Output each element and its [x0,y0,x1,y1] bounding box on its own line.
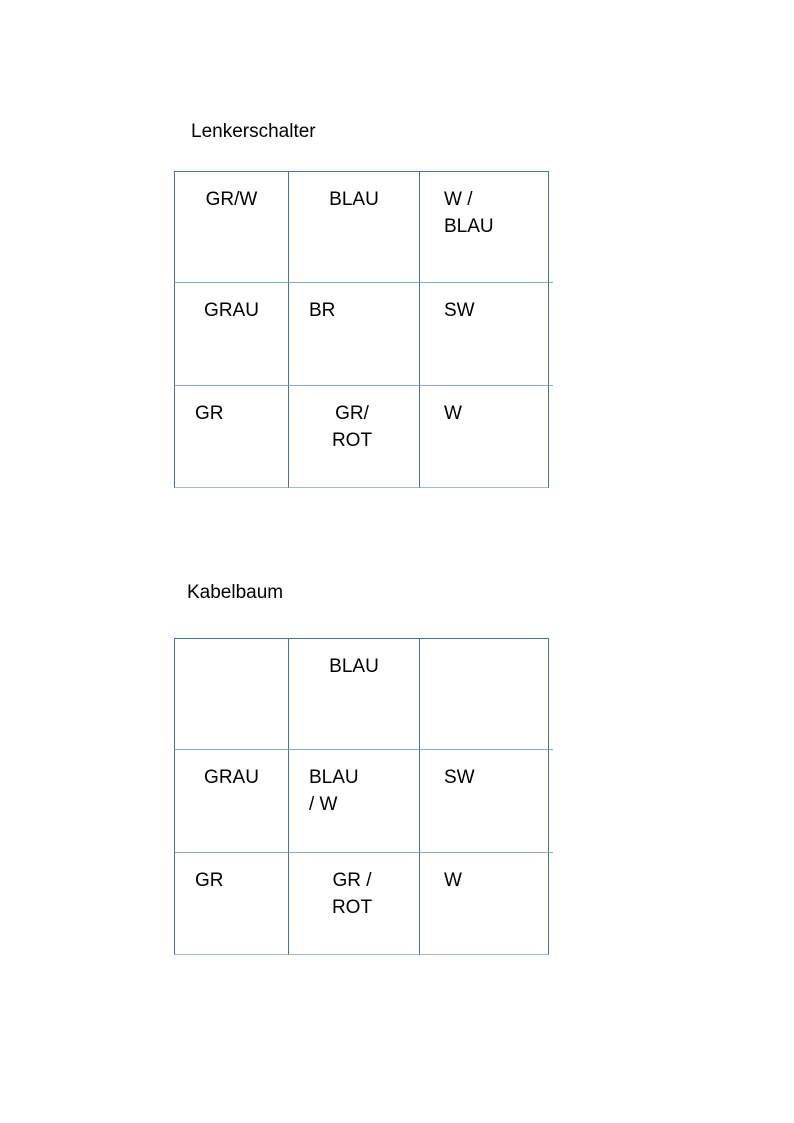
cell-value: SW [444,300,475,321]
table-cell: GR /ROT [288,852,419,955]
cell-value: W [444,403,462,424]
cell-value: BLAU/ W [309,767,359,815]
table-cell [419,638,549,749]
table-row: GR GR /ROT W [174,852,549,955]
table-cell: GR [174,852,288,955]
row-rule-overhang [549,385,553,386]
table-cell: W [419,385,549,488]
table-cell: GRAU [174,749,288,852]
wire-color-table-lenkerschalter: GR/W BLAU W /BLAU GRAU BR SW [174,171,549,488]
section-title-lenkerschalter: Lenkerschalter [191,121,316,142]
table-row: GR GR/ROT W [174,385,549,488]
cell-value: GR/W [205,189,258,210]
table-row: GRAU BR SW [174,282,549,385]
table-cell: BLAU/ W [288,749,419,852]
cell-value: GR [195,403,224,424]
table-cell: GR/ROT [288,385,419,488]
row-rule-overhang [549,282,553,283]
table-cell [174,638,288,749]
table-cell: W /BLAU [419,171,549,282]
cell-value: SW [444,767,475,788]
table-cell: SW [419,749,549,852]
section-title-kabelbaum: Kabelbaum [187,582,284,603]
table-cell: BLAU [288,171,419,282]
wire-color-table-kabelbaum: BLAU GRAU BLAU/ W SW GR [174,638,549,955]
cell-value: W /BLAU [444,189,494,237]
table-row: BLAU [174,638,549,749]
table-cell: W [419,852,549,955]
table-row: GRAU BLAU/ W SW [174,749,549,852]
cell-value: BLAU [329,656,379,677]
cell-value: GR [195,870,224,891]
cell-value: W [444,870,462,891]
table-cell: BLAU [288,638,419,749]
table-cell: SW [419,282,549,385]
table-cell: GRAU [174,282,288,385]
table-cell: BR [288,282,419,385]
table-row: GR/W BLAU W /BLAU [174,171,549,282]
cell-value: GRAU [204,300,259,321]
cell-value: GR /ROT [331,870,373,918]
cell-value: GRAU [204,767,259,788]
table-cell: GR/W [174,171,288,282]
cell-value: GR/ROT [331,403,373,451]
row-rule-overhang [549,749,553,750]
table-cell: GR [174,385,288,488]
row-rule-overhang [549,852,553,853]
cell-value: BLAU [329,189,379,210]
cell-value: BR [309,300,336,321]
